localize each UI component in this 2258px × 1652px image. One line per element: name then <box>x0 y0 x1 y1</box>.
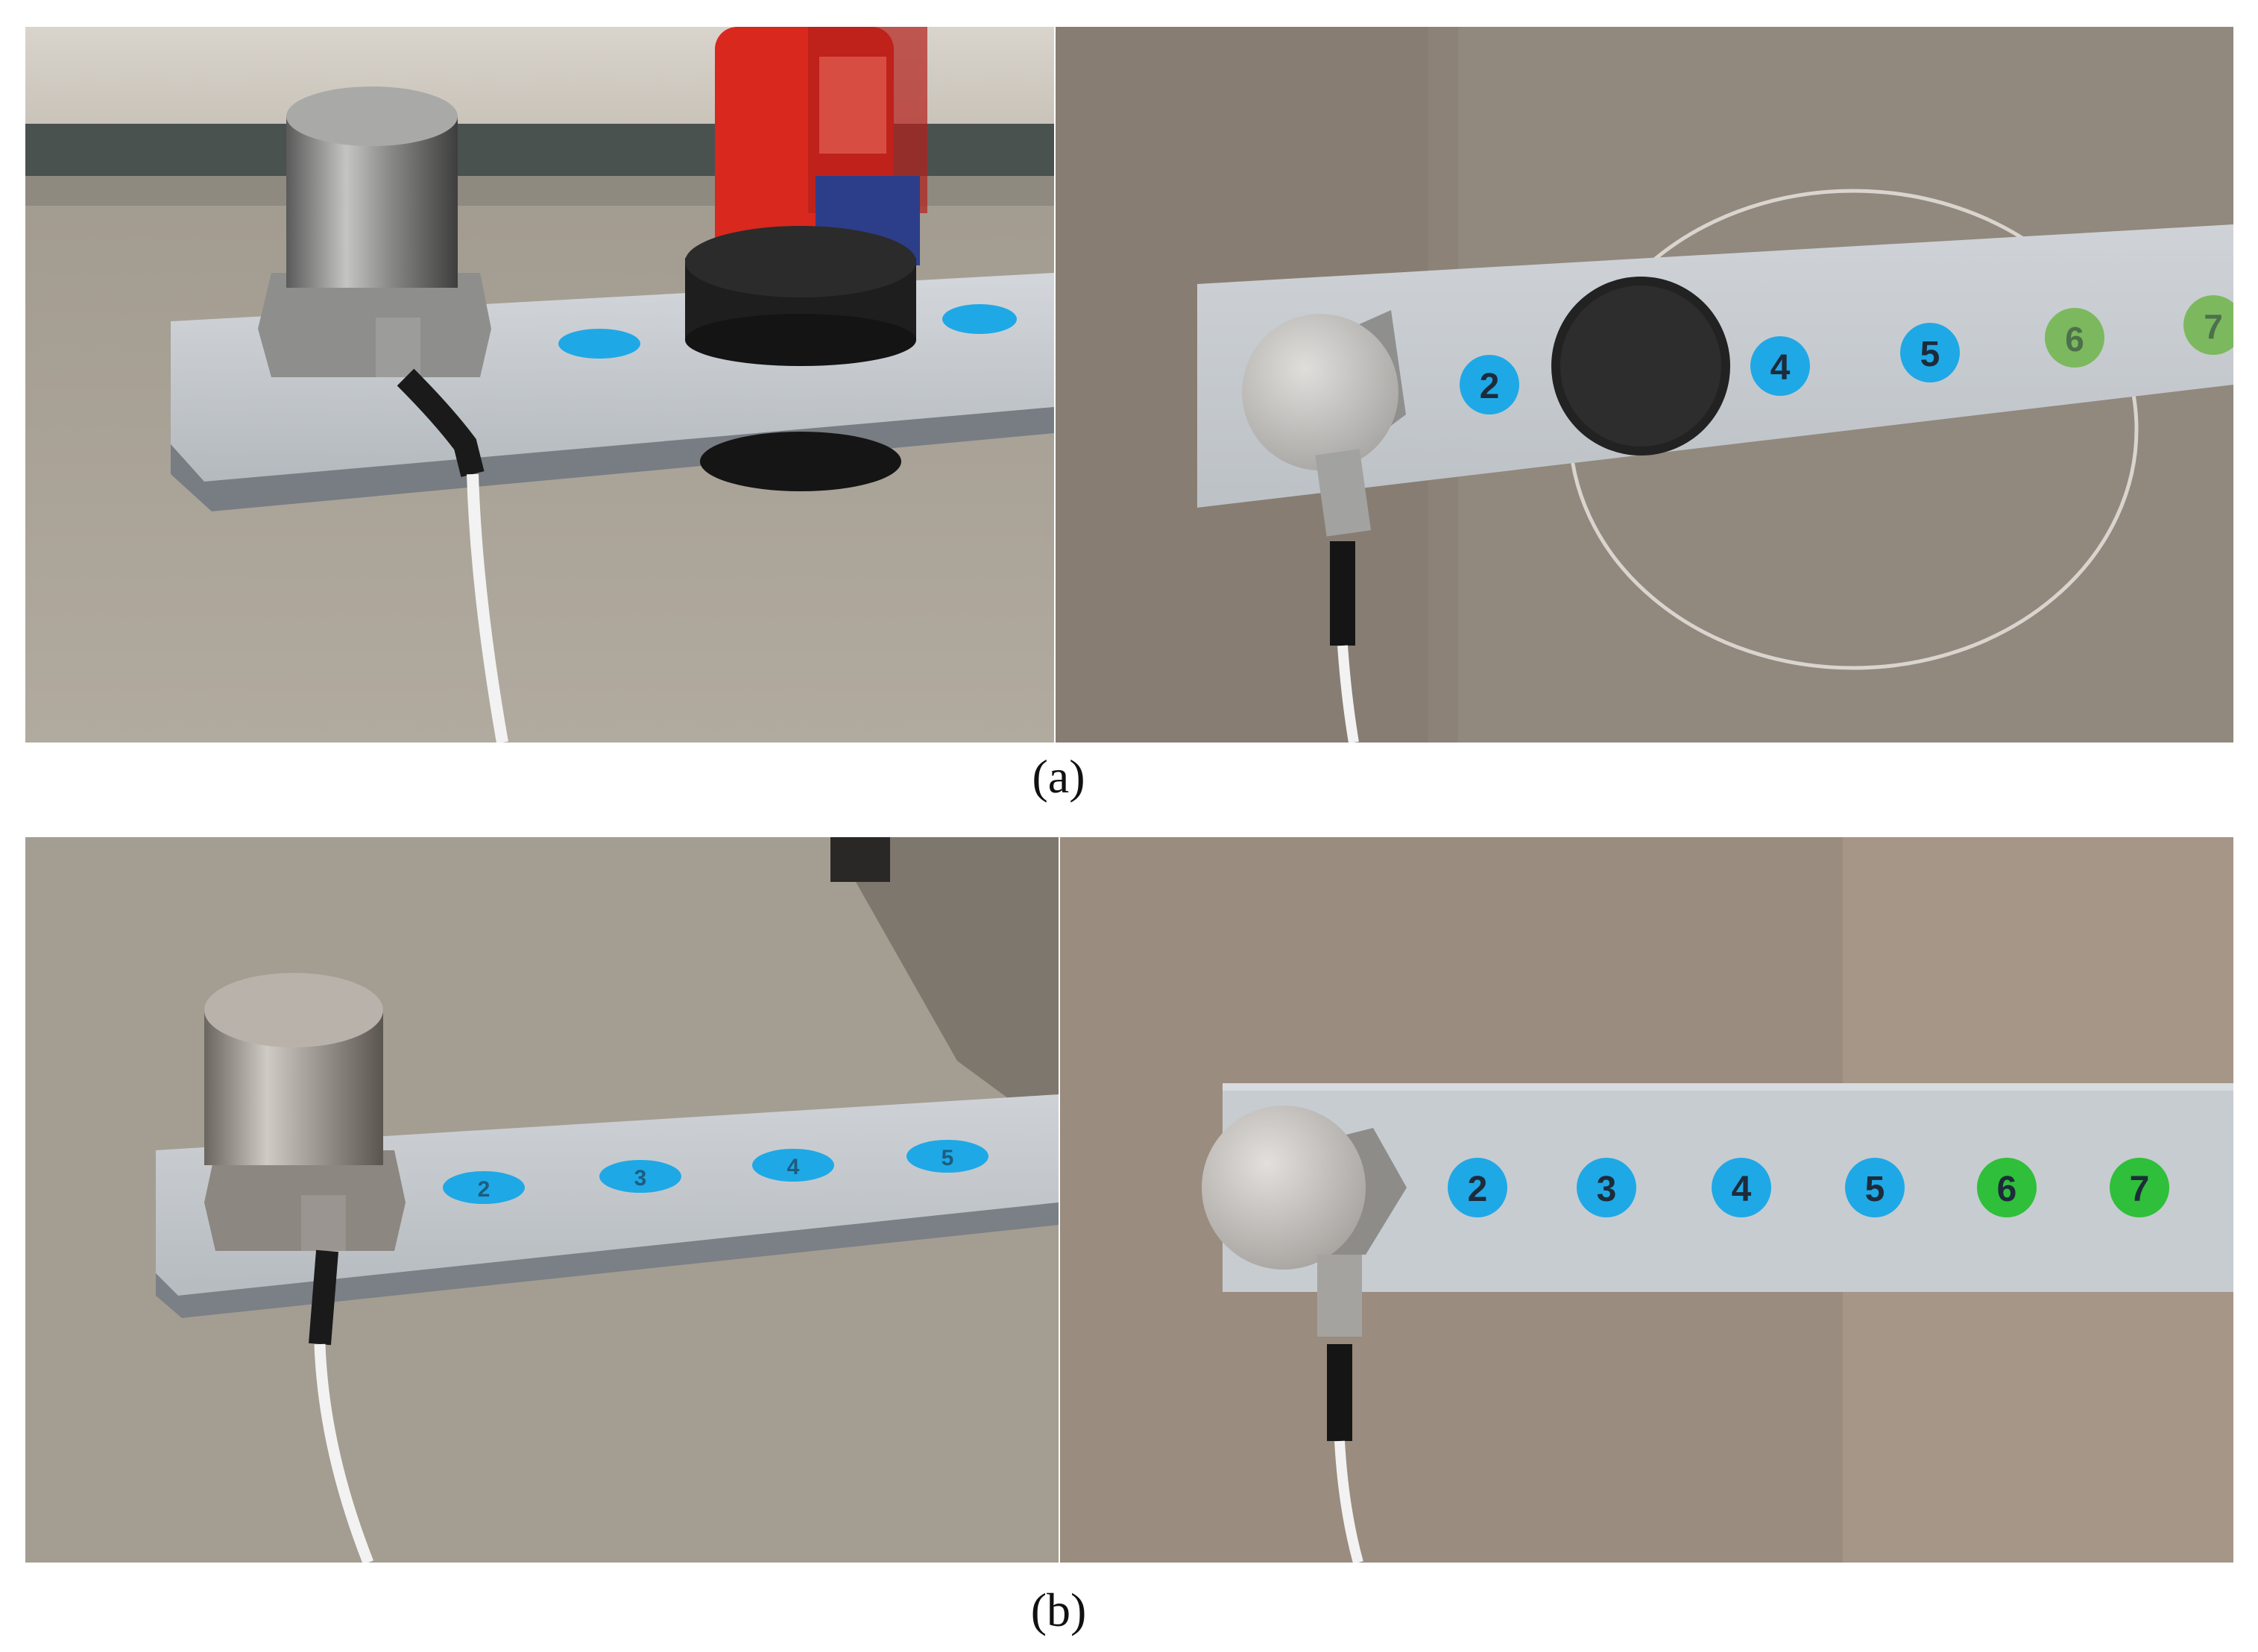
marker-label: 4 <box>1770 348 1791 388</box>
marker-label: 5 <box>1865 1170 1885 1209</box>
marker-label: 3 <box>1597 1170 1617 1209</box>
marker-label: 7 <box>2204 307 2223 346</box>
marker-label: 3 <box>634 1166 647 1191</box>
marker-label: 6 <box>1997 1170 2017 1209</box>
marker-label: 7 <box>2130 1170 2150 1209</box>
marker-label: 4 <box>787 1155 800 1179</box>
photo-b-side-view: 2 3 4 5 <box>25 837 1059 1563</box>
photo-a-top-view: 2 4 5 6 7 <box>1056 27 2233 743</box>
photo-a-side-view <box>25 27 1054 743</box>
marker-label: 2 <box>1480 367 1500 406</box>
caption-a: (a) <box>1032 750 1085 803</box>
marker-label: 4 <box>1732 1170 1752 1209</box>
marker-label: 2 <box>478 1177 491 1202</box>
marker-label: 5 <box>942 1146 954 1170</box>
photo-b-top-view: 2 3 4 5 6 7 <box>1060 837 2233 1563</box>
marker-label: 6 <box>2065 320 2084 359</box>
marker-label: 2 <box>1468 1170 1488 1209</box>
marker-label: 5 <box>1920 335 1940 374</box>
caption-b: (b) <box>1030 1583 1087 1636</box>
